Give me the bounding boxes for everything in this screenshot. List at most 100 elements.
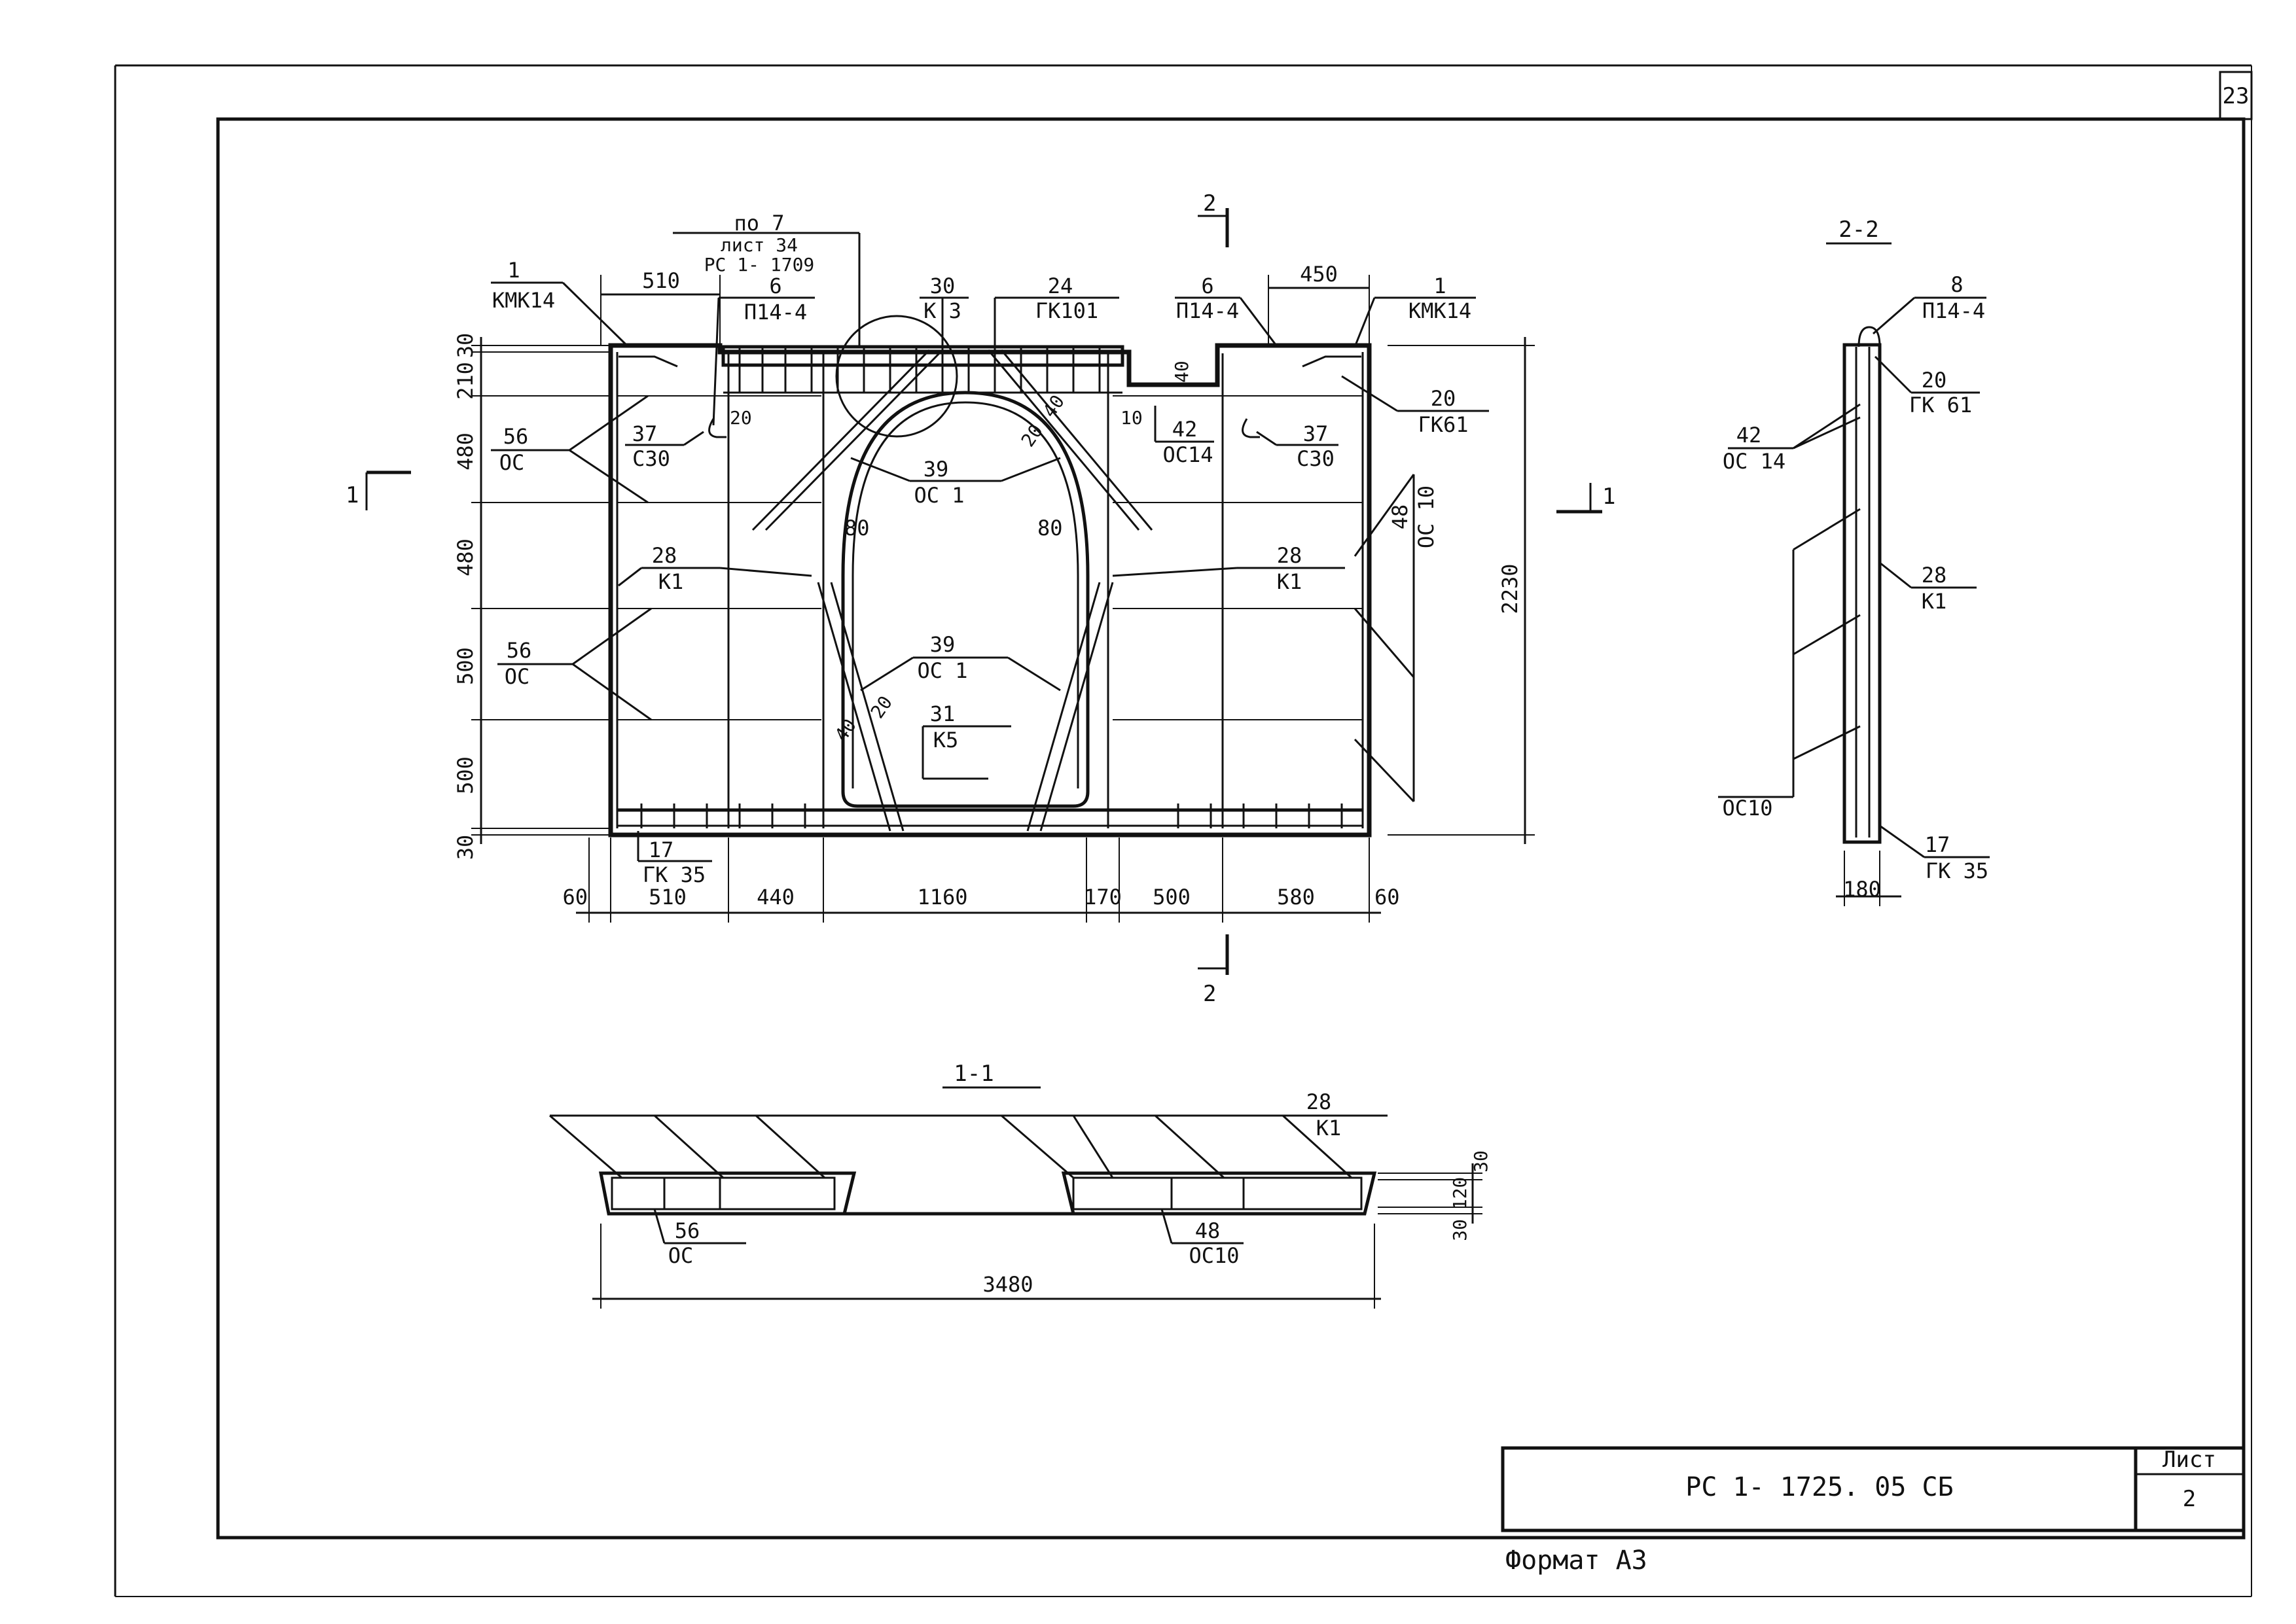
callout-11-num: 37 [1303, 421, 1329, 446]
v22-callout-1-code: ГК 61 [1909, 393, 1972, 417]
bottom-cage-ticks [640, 803, 1343, 828]
callout-18-code: ГК 35 [643, 862, 706, 887]
v22-oc10: ОС10 [1722, 796, 1772, 821]
ref-list: лист 34 [721, 234, 798, 256]
v11-length: 3480 [982, 1272, 1033, 1297]
cut-2-bottom: 2 [1203, 981, 1216, 1007]
dim-left-1: 210 [453, 362, 478, 400]
drawing-code: РС 1- 1725. 05 СБ [1685, 1472, 1953, 1502]
dim-small-80b: 80 [1037, 516, 1063, 540]
cut-1-right: 1 [1602, 484, 1615, 510]
dim-bottom-3: 1160 [917, 885, 967, 909]
cut-2-top: 2 [1203, 190, 1216, 217]
callout-12-num: 48 [1388, 504, 1412, 530]
sheet-number: 2 [2183, 1486, 2196, 1512]
v22-callout-4-code: ГК 35 [1926, 858, 1988, 883]
page-number: 23 [2223, 83, 2250, 109]
callout-7-num: 56 [503, 424, 529, 449]
callout-8-num: 37 [632, 421, 658, 446]
callout-5-num: 1 [1433, 274, 1446, 298]
callout-15-code: ОС [505, 664, 530, 689]
dim-top-left: 510 [642, 268, 680, 293]
callout-2-code: К 3 [924, 298, 961, 323]
dim-small-40a: 40 [1171, 361, 1193, 383]
callout-13-num: 28 [652, 543, 677, 568]
dim-small-80a: 80 [844, 516, 870, 540]
v11-thick-1: 120 [1449, 1177, 1471, 1210]
dim-bottom-7: 60 [1374, 885, 1400, 909]
dim-left-5: 500 [453, 756, 478, 794]
callout-18-num: 17 [649, 838, 674, 862]
dim-left-2: 480 [453, 432, 478, 470]
v11-callout-0-num: 28 [1306, 1089, 1332, 1114]
callout-6-code: ГК61 [1418, 412, 1468, 437]
callout-11-code: С30 [1297, 446, 1335, 471]
dim-small-10: 10 [1121, 407, 1143, 429]
dim-bottom-4: 170 [1084, 885, 1122, 909]
v11-callout-2-code: ОС10 [1189, 1243, 1239, 1268]
callout-17-code: К5 [933, 728, 959, 752]
v22-callout-2-code: ОС 14 [1723, 449, 1785, 474]
callout-0-num: 1 [507, 258, 520, 283]
dim-small-20: 20 [730, 407, 752, 429]
dim-small-20b: 20 [1017, 420, 1047, 451]
dim-left-0: 30 [453, 333, 478, 359]
view-2-2: 2-2 180 8 П14-4 20 ГК 61 42 ОС 14 28 К1 … [1718, 217, 1990, 906]
dim-left-6: 30 [453, 835, 478, 860]
callout-9-num: 39 [924, 457, 949, 482]
main-callouts: по 7 лист 34 РС 1- 1709 1 КМК14 6 П14-4 … [491, 211, 1489, 887]
view-1-1-title: 1-1 [954, 1061, 994, 1087]
dim-left-4: 500 [453, 647, 478, 685]
dim-bottom-6: 580 [1277, 885, 1315, 909]
callout-13-code: К1 [658, 569, 684, 594]
callout-16-num: 39 [930, 632, 956, 657]
callout-4-num: 6 [1201, 274, 1213, 298]
view-1-1: 1-1 28 К1 56 ОС 48 ОС10 3480 [549, 1061, 1492, 1309]
callout-17-num: 31 [930, 701, 956, 726]
section-marks: 2 2 1 1 [346, 190, 1615, 1007]
callout-4-code: П14-4 [1176, 298, 1239, 323]
dim-small-40c: 40 [831, 715, 861, 745]
main-view [608, 315, 1372, 838]
dim-top-right: 450 [1300, 262, 1338, 287]
v22-callout-0-num: 8 [1950, 272, 1963, 297]
cut-1-left: 1 [346, 482, 359, 508]
dim-bottom-5: 500 [1153, 885, 1191, 909]
callout-10-num: 42 [1172, 417, 1198, 442]
v22-callout-4-num: 17 [1925, 832, 1950, 857]
ref-po: по 7 [734, 211, 784, 236]
callout-3-num: 24 [1048, 274, 1073, 298]
callout-7-code: ОС [499, 450, 525, 475]
callout-9-code: ОС 1 [914, 483, 964, 508]
v22-callout-2-num: 42 [1736, 423, 1762, 448]
callout-14-code: К1 [1277, 569, 1302, 594]
callout-1-code: П14-4 [744, 300, 807, 325]
v11-thick-0: 30 [1470, 1150, 1492, 1173]
sheet-frame: 23 [114, 64, 2253, 1597]
callout-0-code: КМК14 [492, 288, 555, 313]
callout-3-code: ГК101 [1035, 298, 1098, 323]
callout-2-num: 30 [930, 274, 956, 298]
sheet-label: Лист [2162, 1447, 2216, 1473]
v11-callout-0-code: К1 [1316, 1116, 1342, 1140]
callout-16-code: ОС 1 [917, 658, 967, 683]
view-2-2-title: 2-2 [1839, 217, 1878, 243]
v11-callout-2-num: 48 [1195, 1218, 1221, 1243]
dim-bottom-1: 510 [649, 885, 687, 909]
dim-bottom-0: 60 [562, 885, 588, 909]
v22-callout-3-num: 28 [1922, 563, 1947, 588]
top-cage-ticks [738, 347, 1101, 393]
callout-10-code: ОС14 [1162, 442, 1213, 467]
v11-thick-2: 30 [1449, 1219, 1471, 1241]
detail-circle [835, 315, 958, 438]
callout-8-code: С30 [632, 446, 670, 471]
dim-bottom-2: 440 [757, 885, 795, 909]
callout-1-num: 6 [769, 274, 781, 298]
v11-callout-1-num: 56 [675, 1218, 700, 1243]
v22-callout-0-code: П14-4 [1922, 298, 1985, 323]
dim-left-3: 480 [453, 538, 478, 576]
ref-doc: РС 1- 1709 [704, 254, 815, 275]
callout-12-code: ОС 10 [1414, 485, 1439, 548]
callout-6-num: 20 [1431, 386, 1456, 411]
